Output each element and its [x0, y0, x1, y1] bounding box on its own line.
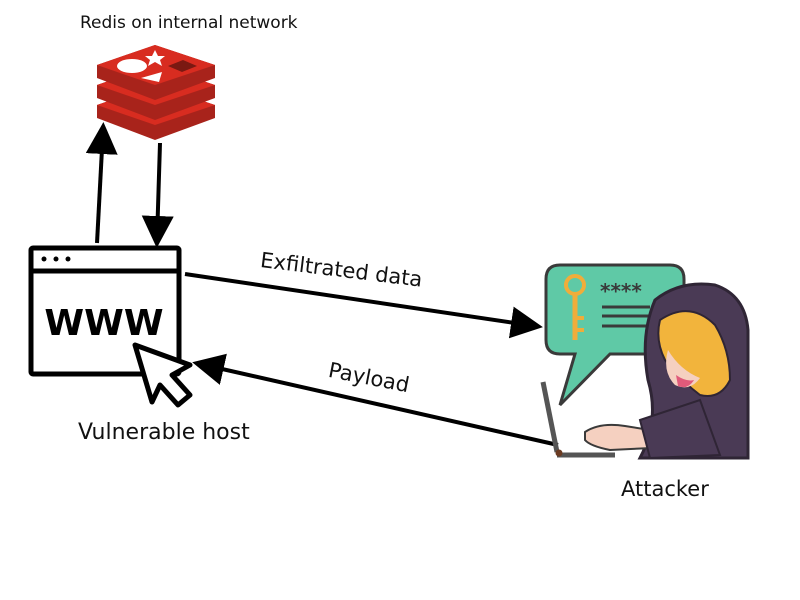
attacker-label: Attacker — [621, 477, 709, 501]
browser-www-icon: WWW — [28, 245, 182, 377]
cursor-icon — [132, 342, 193, 408]
hooded-hacker-laptop-icon: **** — [540, 263, 750, 460]
arrow-redis-to-host — [141, 142, 174, 248]
arrow-payload — [192, 353, 559, 447]
arrow-host-to-redis — [85, 122, 118, 244]
www-text: WWW — [44, 303, 163, 344]
redis-logo-icon — [97, 45, 215, 140]
vulnerable-host-label: Vulnerable host — [78, 420, 250, 445]
redis-label: Redis on internal network — [80, 13, 298, 33]
password-stars: **** — [600, 279, 642, 303]
arrow-exfiltrated-data — [184, 272, 543, 339]
